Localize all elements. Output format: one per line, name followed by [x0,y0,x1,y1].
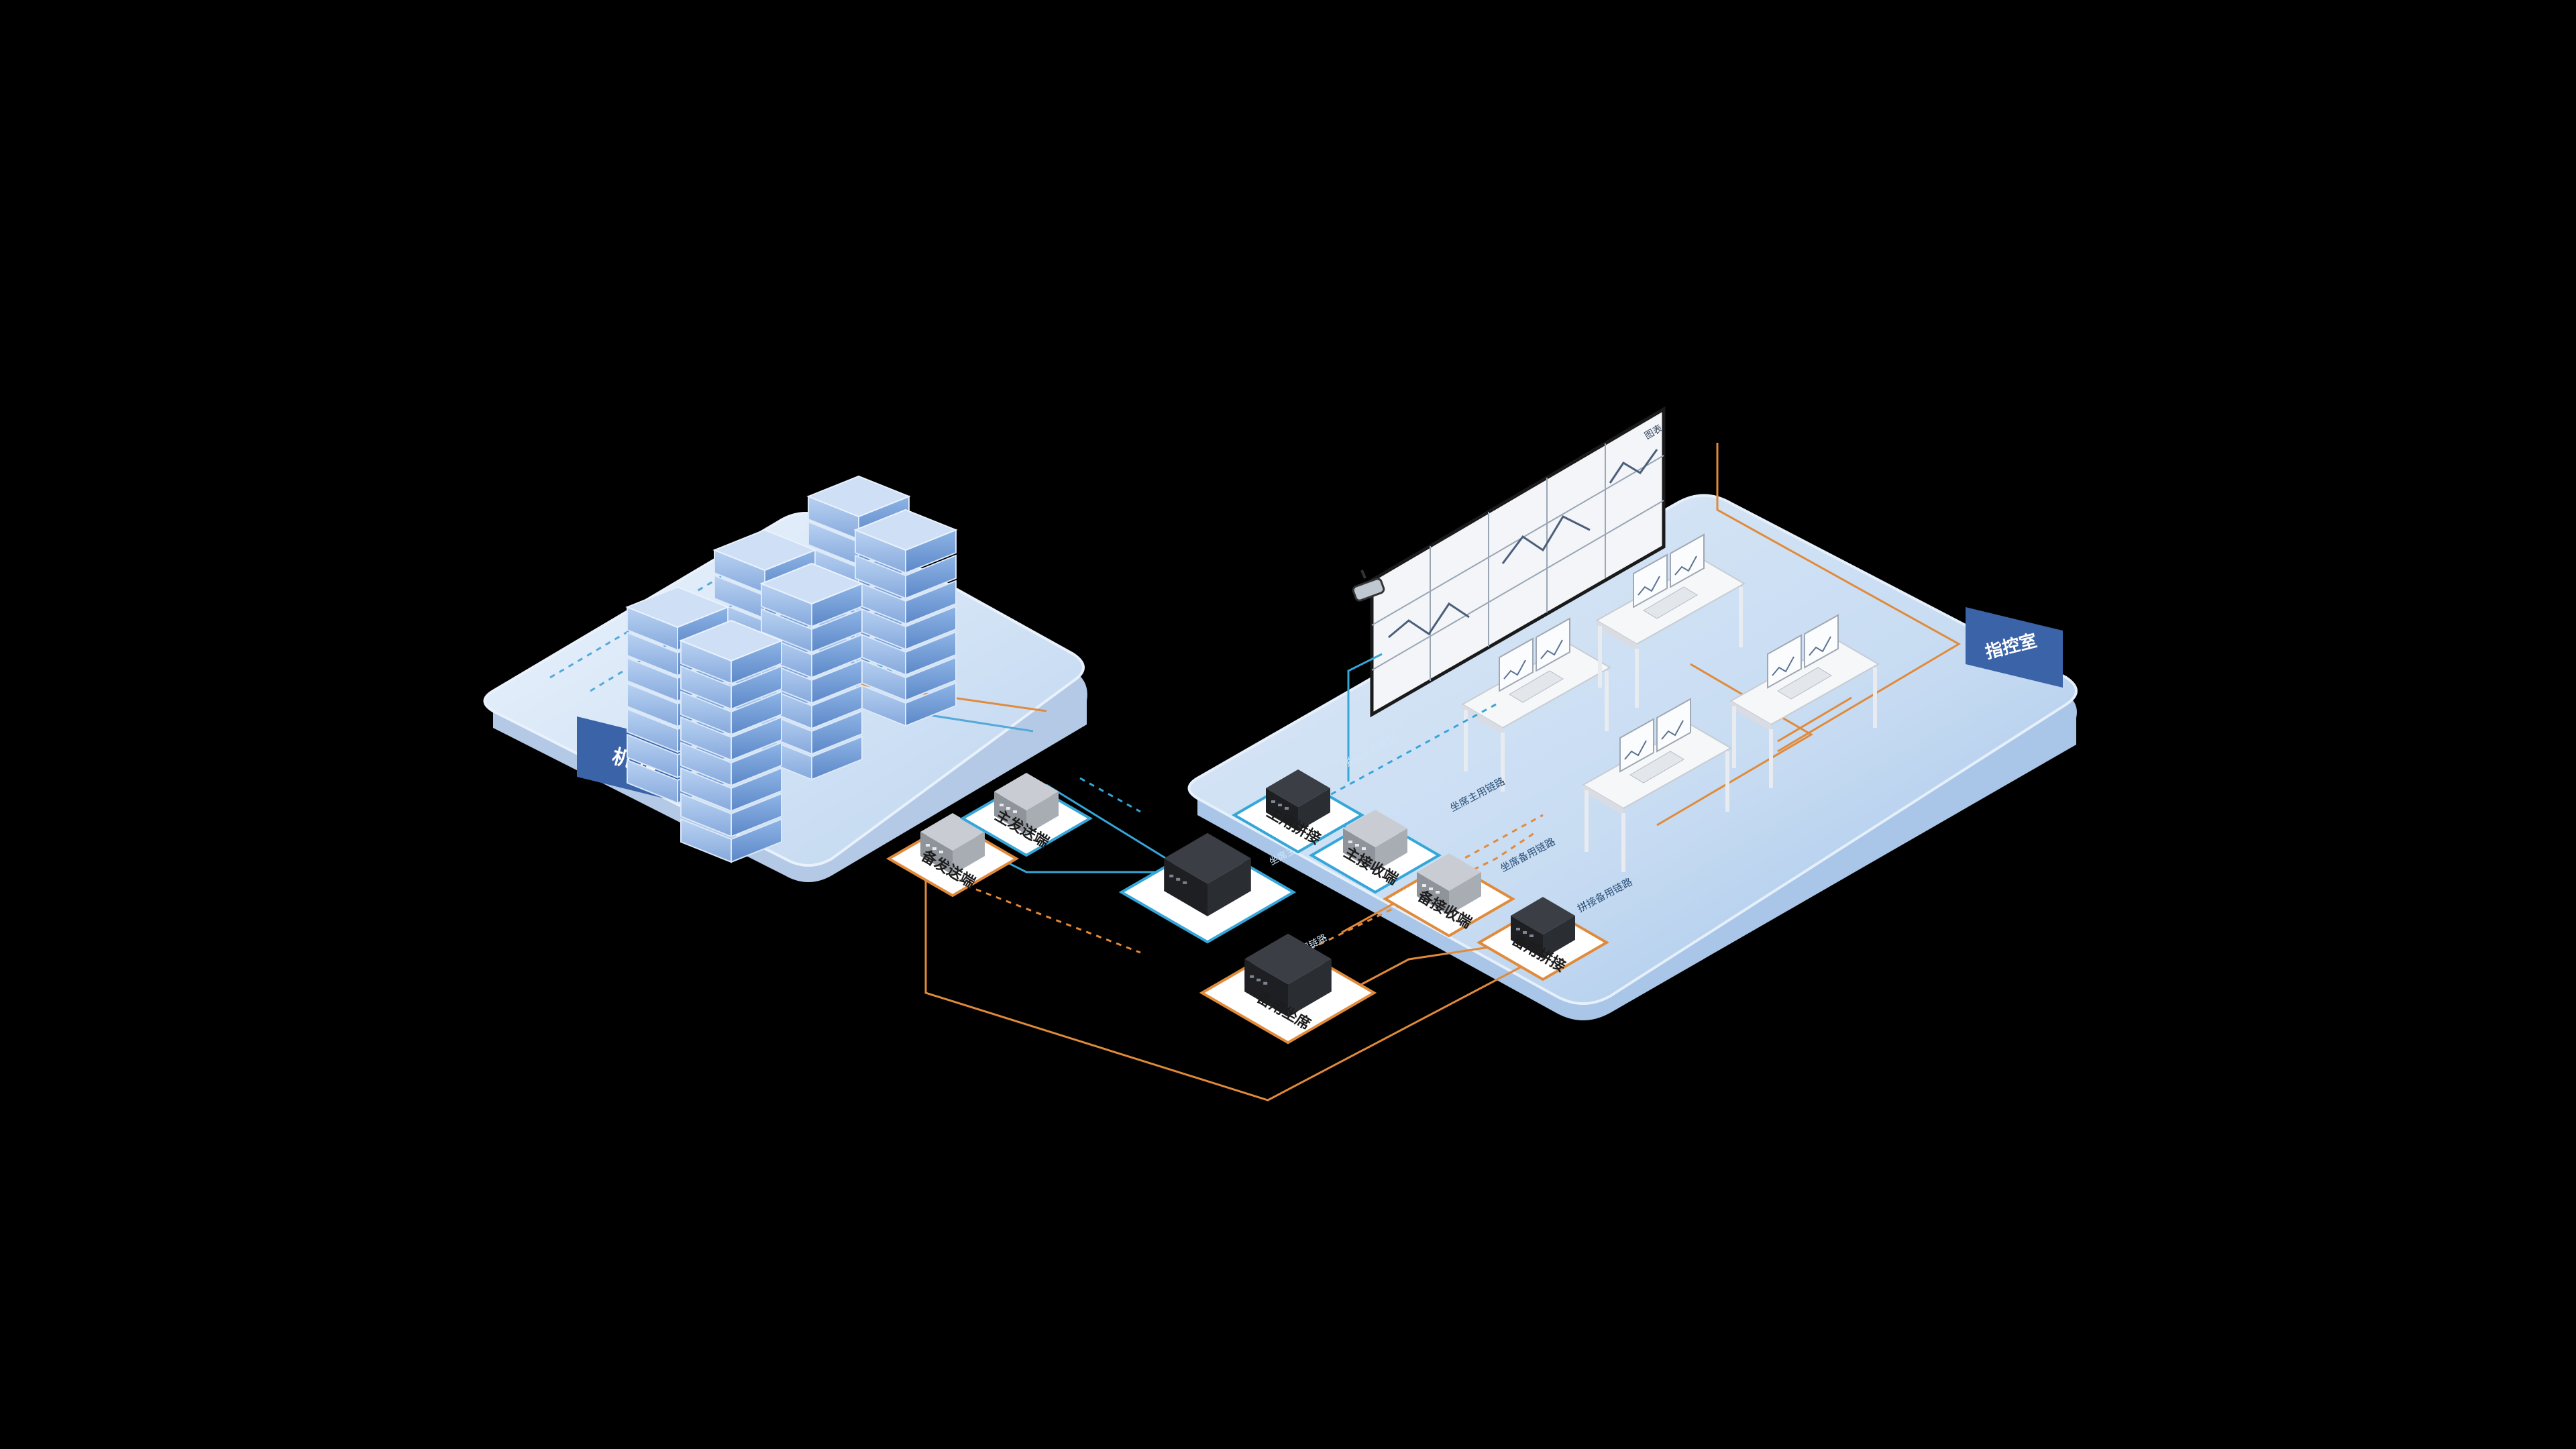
desk-icon [1595,533,1746,708]
video-wall-icon: 图表 [1370,406,1666,718]
monitor-icon [1656,698,1691,753]
monitor-icon [1536,617,1570,672]
kvm-device-icon [1118,833,1297,944]
desk-icon [1460,617,1612,792]
desk-icon [1581,698,1733,872]
server-racks [625,475,958,863]
monitor-icon [1767,634,1802,689]
kvm-device-icon: 主用拼接 [1232,769,1364,854]
server-rack-icon [853,508,958,727]
kvm-device-icon: 备发送端 [886,813,1019,898]
monitor-icon [1804,614,1839,669]
kvm-device-icon: 备用坐席 [1199,933,1377,1044]
server-rack-icon [679,619,784,863]
kvm-device-icon: 备用拼接 [1477,897,1609,981]
monitor-icon [1499,637,1534,692]
camera-icon [1352,570,1385,602]
desk-icon [1729,614,1880,788]
kvm-device-icon: 主发送端 [960,773,1093,857]
kvm-device-icon: 主接收端 [1309,810,1442,894]
control-room-label: 指控室 [1966,607,2063,688]
operator-desks [1460,533,1880,872]
kvm-device-icon: 备接收端 [1383,853,1515,938]
monitor-icon [1633,553,1668,608]
monitor-icon [1670,533,1705,588]
monitor-icon [1619,718,1654,773]
